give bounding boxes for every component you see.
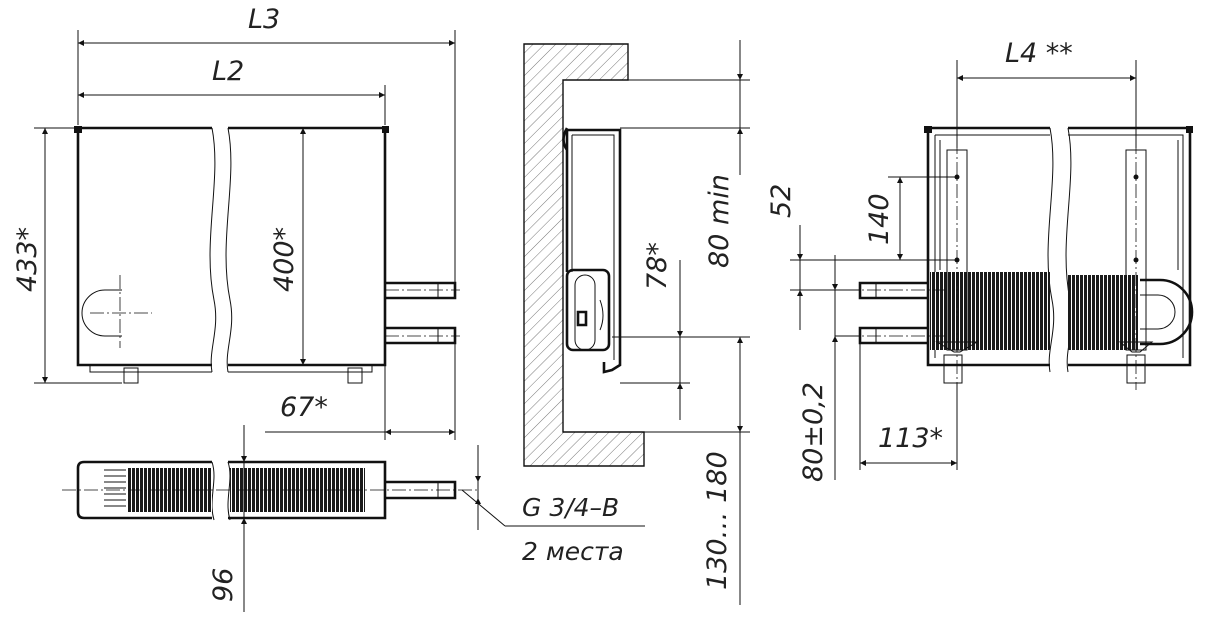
top-view: G 3/4–B 2 места 96	[62, 425, 645, 612]
right-fins-right	[1068, 275, 1138, 350]
dim-80min: 80 min	[704, 174, 735, 268]
dim-52: 52	[766, 184, 797, 218]
dim-140: 140	[864, 193, 895, 245]
top-fins-right	[230, 468, 365, 512]
top-pipe	[385, 480, 457, 500]
note-thread: G 3/4–B	[522, 493, 619, 522]
dim-113: 113*	[878, 423, 943, 454]
front-base-strip	[89, 365, 373, 373]
front-break-line-2	[225, 127, 233, 373]
top-body-outline	[76, 460, 387, 520]
dim-96: 96	[208, 568, 239, 602]
note-places: 2 места	[522, 537, 624, 566]
right-return-bend	[1140, 278, 1194, 346]
heater-inner	[571, 134, 615, 360]
heater-profile	[562, 127, 622, 374]
front-body-outline	[76, 126, 387, 367]
dim-433: 433*	[12, 227, 43, 292]
right-fins-left	[930, 275, 1050, 350]
right-body-outline	[926, 126, 1192, 367]
right-pipe-upper	[858, 281, 928, 300]
thread-leader	[461, 489, 506, 527]
dim-67: 67*	[280, 392, 328, 423]
wall-section	[523, 43, 645, 467]
dim-L3: L3	[248, 4, 280, 35]
front-pipe-lower	[385, 326, 457, 345]
dim-78: 78*	[642, 242, 673, 290]
dim-L2: L2	[212, 56, 244, 87]
front-pipe-upper	[385, 281, 457, 300]
front-return-bend	[81, 289, 122, 337]
front-foot-left	[123, 367, 139, 384]
wall-view: 80 min 78* 130… 180	[523, 40, 750, 605]
front-break-line-1	[209, 127, 217, 373]
right-pipe-lower	[858, 326, 928, 345]
dim-80tol: 80±0,2	[798, 382, 829, 482]
dim-L4: L4 **	[1005, 38, 1073, 69]
front-foot-right	[347, 367, 363, 384]
right-foot-left	[943, 354, 963, 384]
front-corner-right	[382, 126, 389, 133]
front-view: L3 L2 433* 400* 67*	[12, 4, 460, 440]
right-view: L4 ** 140 52 80±0,2 113*	[766, 38, 1194, 482]
dim-400: 400*	[269, 227, 300, 292]
front-corner-left	[74, 126, 82, 133]
dim-130-180: 130… 180	[702, 451, 733, 590]
